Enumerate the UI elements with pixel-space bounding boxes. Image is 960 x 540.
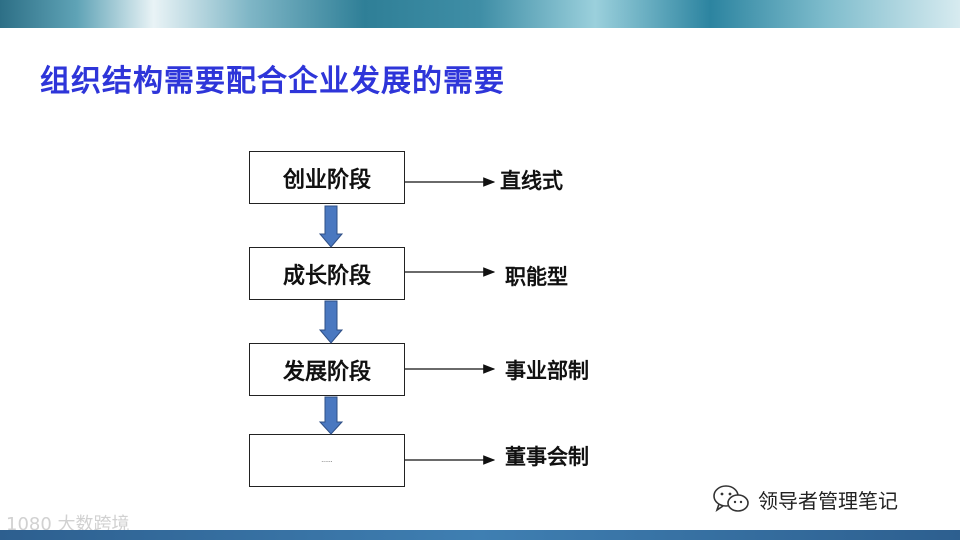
down-arrow-1 [318,205,344,248]
down-arrow-3 [318,396,344,435]
down-arrow-2 [318,300,344,344]
wechat-attribution: 领导者管理笔记 [712,484,898,514]
structure-label-linear: 直线式 [500,169,563,193]
stage-box-startup: 创业阶段 [249,151,405,204]
stage-label: 发展阶段 [282,359,371,385]
stage-box-development: 发展阶段 [249,343,405,396]
watermark-text: 1080 大数跨境 [6,514,130,535]
stage-box-growth: 成长阶段 [249,247,405,300]
stage-label: ...... [321,457,333,464]
structure-label-divisional: 事业部制 [505,359,589,383]
stage-box-more: ...... [249,434,405,487]
wechat-account-name: 领导者管理笔记 [758,488,898,513]
bottom-decorative-band [0,530,960,540]
wechat-icon [713,485,749,512]
slide-title: 组织结构需要配合企业发展的需要 [40,64,505,99]
stage-label: 成长阶段 [282,263,371,289]
stage-label: 创业阶段 [282,167,371,193]
top-decorative-band [0,0,960,28]
structure-label-board: 董事会制 [505,445,589,469]
structure-label-functional: 职能型 [505,265,568,289]
